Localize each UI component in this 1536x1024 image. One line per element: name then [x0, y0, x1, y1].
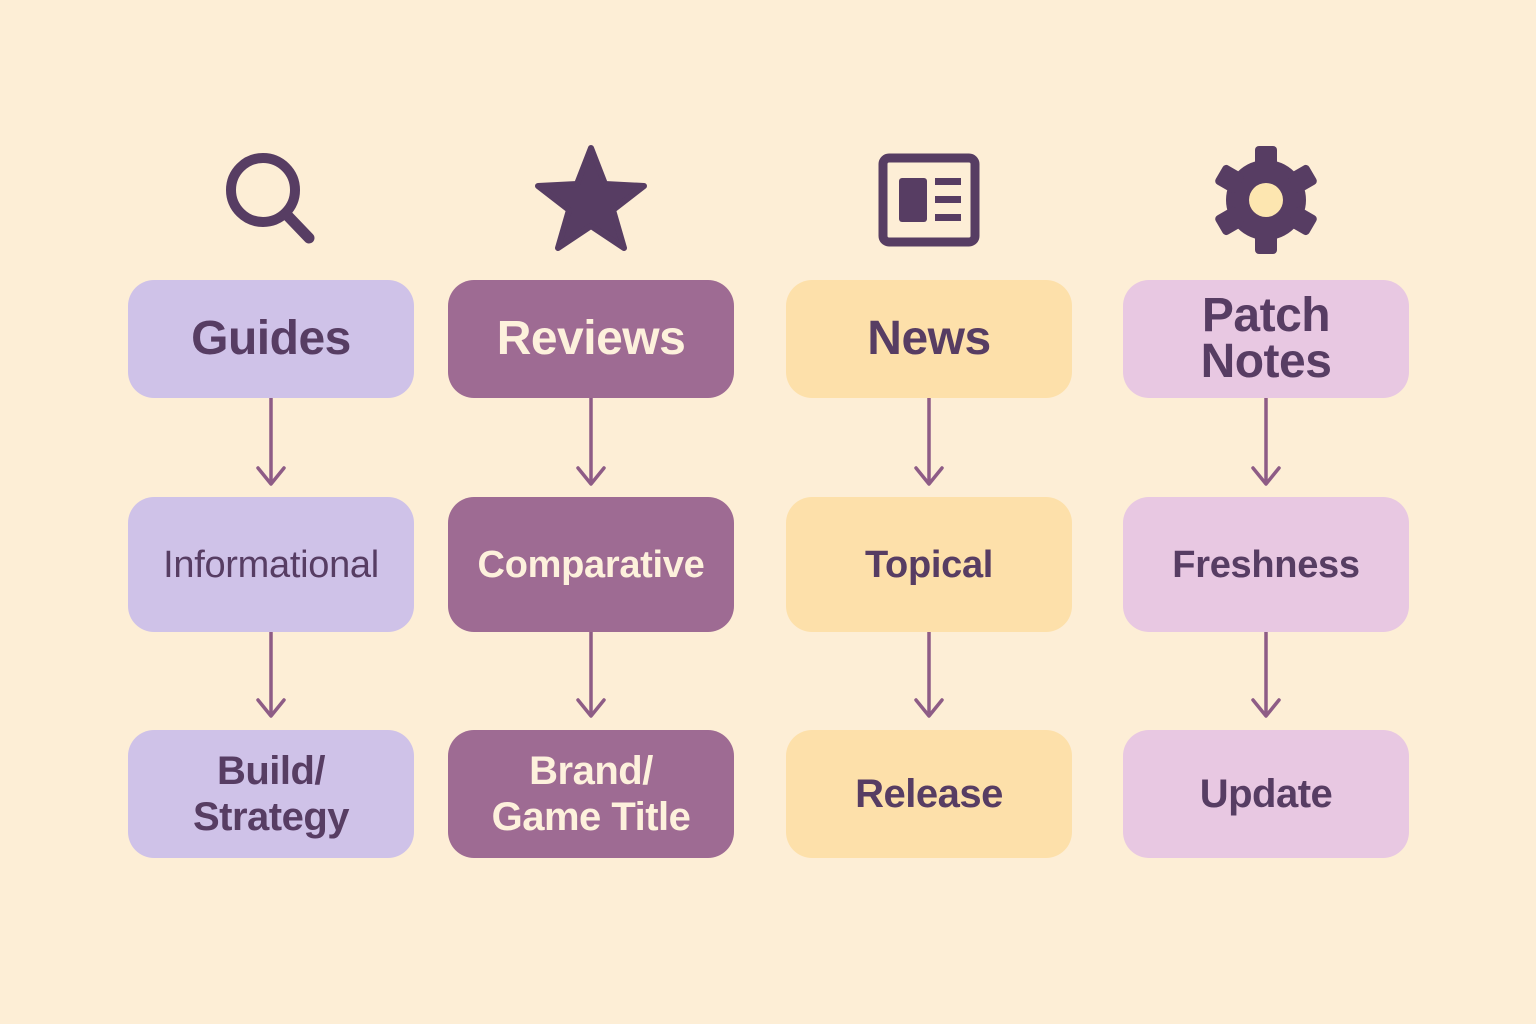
column-news: News Topical Release: [786, 0, 1072, 1024]
arrow-down-icon: [907, 398, 951, 490]
intent-box: Comparative: [448, 497, 734, 632]
arrow-down-icon: [249, 632, 293, 722]
keyword-type-box: Update: [1123, 730, 1409, 858]
arrow-down-icon: [1244, 632, 1288, 722]
intent-label: Freshness: [1172, 543, 1360, 586]
column-reviews: Reviews Comparative Brand/ Game Title: [448, 0, 734, 1024]
arrow-down-icon: [569, 398, 613, 490]
column-patch-notes: Patch Notes Freshness Update: [1123, 0, 1409, 1024]
category-label: Patch Notes: [1200, 289, 1332, 388]
category-box: Reviews: [448, 280, 734, 398]
intent-label: Comparative: [477, 543, 705, 586]
category-label: Reviews: [496, 312, 686, 365]
arrow-down-icon: [907, 632, 951, 722]
keyword-type-label: Update: [1199, 772, 1333, 816]
search-icon: [211, 140, 331, 260]
intent-label: Topical: [864, 543, 994, 586]
arrow-down-icon: [1244, 398, 1288, 490]
intent-box: Topical: [786, 497, 1072, 632]
keyword-type-box: Brand/ Game Title: [448, 730, 734, 858]
keyword-type-label: Build/ Strategy: [192, 749, 350, 839]
newspaper-icon: [869, 140, 989, 260]
category-box: Guides: [128, 280, 414, 398]
keyword-type-label: Release: [855, 772, 1003, 816]
arrow-down-icon: [569, 632, 613, 722]
category-label: Guides: [191, 312, 351, 365]
column-guides: Guides Informational Build/ Strategy: [128, 0, 414, 1024]
keyword-type-box: Build/ Strategy: [128, 730, 414, 858]
star-icon: [531, 140, 651, 260]
category-box: News: [786, 280, 1072, 398]
intent-box: Informational: [128, 497, 414, 632]
intent-label: Informational: [163, 543, 379, 586]
category-label: News: [867, 312, 991, 365]
keyword-type-box: Release: [786, 730, 1072, 858]
gear-icon: [1206, 140, 1326, 260]
category-box: Patch Notes: [1123, 280, 1409, 398]
arrow-down-icon: [249, 398, 293, 490]
intent-box: Freshness: [1123, 497, 1409, 632]
keyword-type-label: Brand/ Game Title: [491, 749, 691, 839]
